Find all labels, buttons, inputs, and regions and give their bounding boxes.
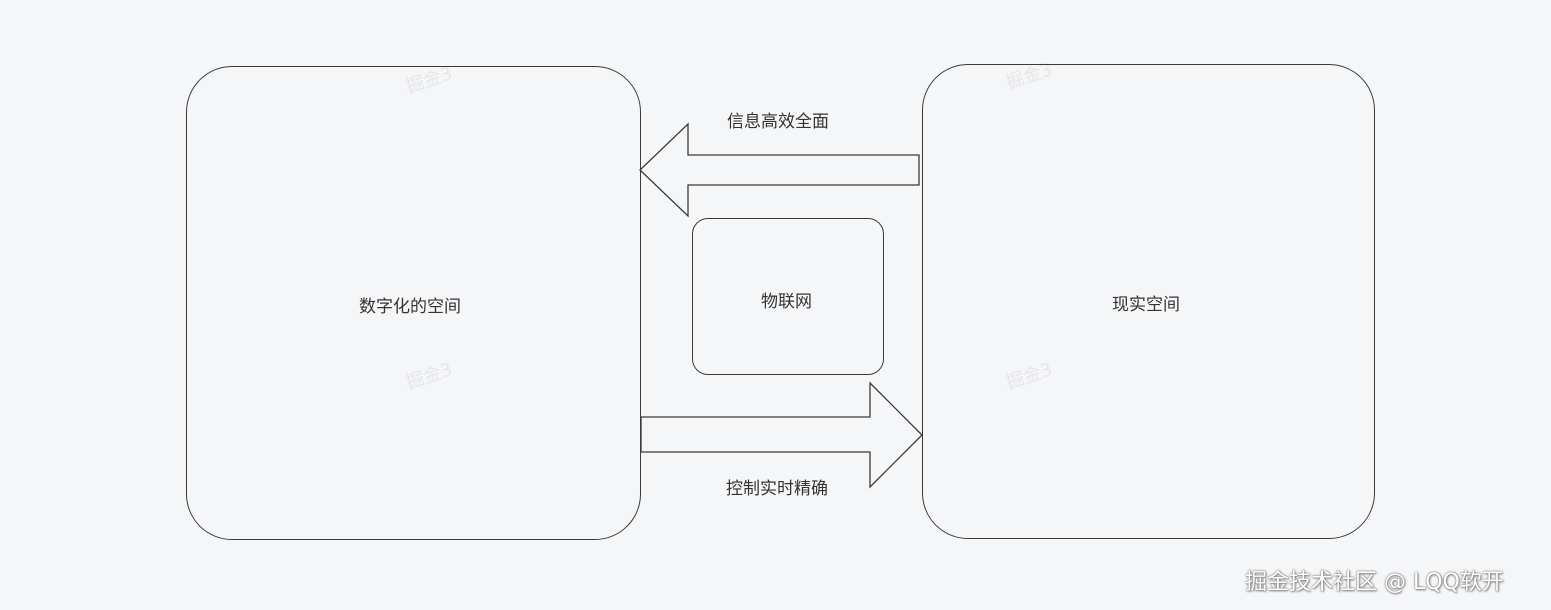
iot-box[interactable] xyxy=(692,218,884,375)
left-arrow xyxy=(639,122,920,218)
right-arrow xyxy=(640,381,923,489)
digital-space-box[interactable] xyxy=(186,66,641,540)
real-space-label: 现实空间 xyxy=(1112,295,1180,315)
iot-label: 物联网 xyxy=(761,292,812,312)
info-arrow-label: 信息高效全面 xyxy=(727,112,829,132)
footer-credit: 掘金技术社区 @ LQQ软开 xyxy=(1245,570,1504,595)
real-space-box[interactable] xyxy=(922,64,1375,539)
digital-space-label: 数字化的空间 xyxy=(359,297,461,317)
control-arrow-label: 控制实时精确 xyxy=(726,479,828,499)
